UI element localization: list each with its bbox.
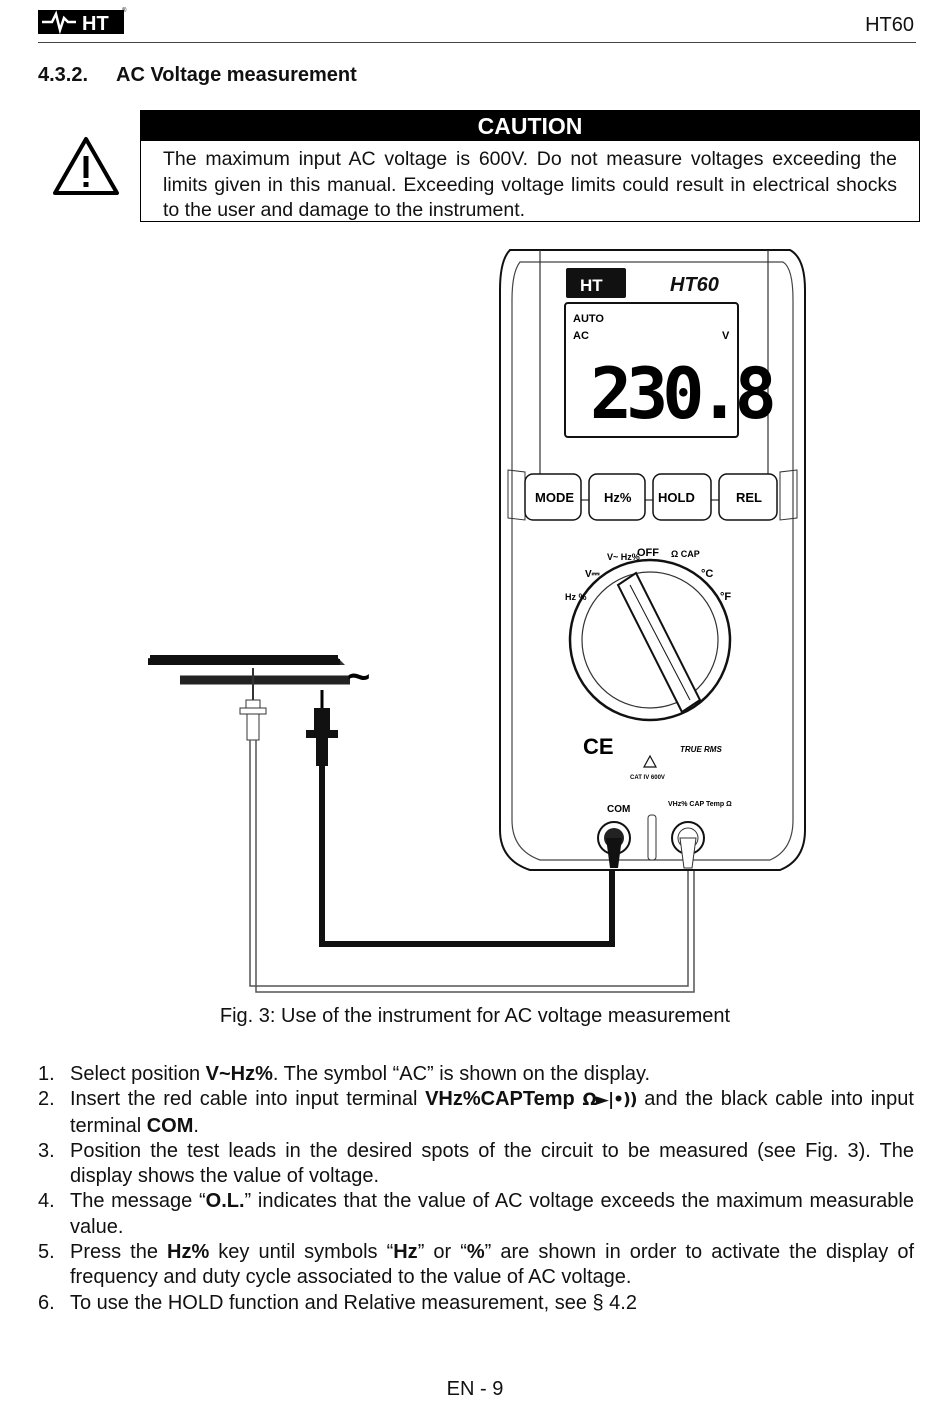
step-emphasis: %	[466, 1241, 485, 1264]
lcd-unit: V	[722, 330, 730, 342]
section-heading: 4.3.2. AC Voltage measurement	[38, 64, 357, 87]
step-item: 5. Press the Hz% key until symbols “Hz” o…	[38, 1240, 914, 1291]
section-title: AC Voltage measurement	[116, 64, 357, 86]
step-emphasis: O.L.	[205, 1190, 245, 1213]
caution-text: The maximum input AC voltage is 600V. Do…	[163, 148, 897, 221]
step-text: ” indicates that the value of AC voltage…	[70, 1190, 914, 1238]
step-item: 1. Select position V~Hz%. The symbol “AC”…	[38, 1062, 914, 1087]
warning-triangle-icon	[52, 136, 120, 196]
multimeter-body: HT HT60 AUTO AC V 230.8 MODE Hz% HOLD RE…	[499, 249, 806, 871]
hold-button-label: HOLD	[658, 490, 695, 505]
lcd-ac-indicator: AC	[573, 330, 589, 342]
step-number: 3.	[38, 1139, 55, 1162]
step-text: The message “	[70, 1190, 206, 1213]
multimeter-figure: ~ HT HT60 A	[140, 240, 820, 1000]
figure-caption: Fig. 3: Use of the instrument for AC vol…	[219, 1005, 731, 1027]
dial-ohm-cap: Ω CAP	[671, 549, 700, 559]
step-emphasis: V~Hz%	[205, 1063, 273, 1085]
dial-off: OFF	[637, 547, 659, 559]
ac-conductors: ~	[148, 655, 370, 699]
dial-deg-f: °F	[720, 591, 731, 603]
page-number: EN - 9	[446, 1378, 504, 1400]
procedure-steps: 1. Select position V~Hz%. The symbol “AC”…	[38, 1062, 914, 1316]
caution-label: CAUTION	[141, 111, 919, 141]
section-number: 4.3.2.	[38, 64, 89, 86]
step-text: ” are shown in order to activate the dis…	[70, 1241, 914, 1289]
mode-button-label: MODE	[535, 490, 574, 505]
red-test-probe	[239, 668, 695, 993]
step-item: 4. The message “O.L.” indicates that the …	[38, 1189, 914, 1240]
dial-hz-pct: Hz %	[565, 592, 587, 602]
step-number: 6.	[38, 1291, 55, 1314]
black-test-probe	[306, 690, 615, 947]
meter-buttons: MODE Hz% HOLD REL	[507, 469, 798, 521]
step-text: .	[193, 1114, 199, 1137]
svg-text:®: ®	[122, 7, 127, 14]
step-number: 2.	[38, 1088, 55, 1111]
step-emphasis: Hz	[393, 1241, 418, 1264]
step-number: 5.	[38, 1241, 55, 1264]
ht-logo: HT ®	[38, 6, 128, 36]
lcd-auto-indicator: AUTO	[573, 313, 604, 325]
document-code: HT60	[865, 14, 914, 36]
com-terminal-label: COM	[607, 804, 630, 815]
hz-button-label: Hz%	[604, 490, 632, 505]
step-emphasis: Hz%	[167, 1241, 210, 1264]
meter-model: HT60	[670, 274, 719, 296]
step-text: Select position	[70, 1063, 206, 1085]
lcd-reading: 230.8	[590, 353, 773, 435]
logo-text: HT	[82, 13, 109, 35]
step-text: Position the test leads in the desired s…	[70, 1139, 914, 1188]
meter-brand: HT	[580, 276, 603, 295]
step-text: Insert the red cable into input terminal	[70, 1088, 426, 1111]
ac-tilde-symbol: ~	[347, 655, 370, 699]
true-rms-label: TRUE RMS	[680, 745, 722, 754]
cat-rating: CAT IV 600V	[630, 775, 665, 781]
rel-button-label: REL	[736, 490, 762, 505]
step-text: ” or “	[417, 1241, 467, 1264]
step-item: 6. To use the HOLD function and Relative …	[38, 1291, 914, 1316]
step-emphasis: COM	[146, 1114, 194, 1137]
step-text: To use the HOLD function and Relative me…	[70, 1291, 637, 1314]
ce-mark: CE	[583, 734, 614, 759]
step-text: and the black cable into input terminal	[70, 1088, 914, 1137]
rotary-selector-dial: OFF V~ Hz% V⎓ Hz % Ω CAP °C °F	[565, 547, 731, 722]
header-divider	[38, 42, 916, 43]
dial-deg-c: °C	[701, 568, 713, 580]
step-item: 3. Position the test leads in the desired…	[38, 1139, 914, 1190]
step-number: 1.	[38, 1063, 55, 1085]
step-item: 2. Insert the red cable into input termin…	[38, 1087, 914, 1139]
vhz-terminal-label: VHz% CAP Temp Ω	[668, 801, 732, 808]
step-text: . The symbol “AC” is shown on the displa…	[272, 1063, 651, 1085]
dial-v-dc: V⎓	[585, 569, 600, 580]
dial-v-hz: V~ Hz%	[607, 552, 640, 562]
ohm-diode-continuity-icon: Ω►|•))	[582, 1090, 637, 1111]
caution-box: CAUTION The maximum input AC voltage is …	[140, 110, 920, 222]
step-text: Press the	[70, 1241, 168, 1264]
step-number: 4.	[38, 1190, 55, 1213]
step-text: key until symbols “	[209, 1241, 394, 1264]
step-emphasis: VHz%CAPTemp	[425, 1088, 575, 1111]
